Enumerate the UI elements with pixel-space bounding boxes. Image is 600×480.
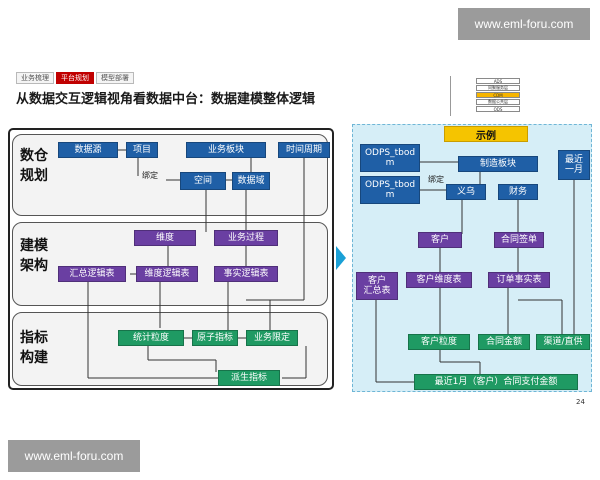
box-summary-logic-table[interactable]: 汇总逻辑表 xyxy=(58,266,126,282)
box-yiwu[interactable]: 义乌 xyxy=(446,184,486,200)
mini-stack-service: 同聚服务层 xyxy=(476,85,520,91)
box-contract-sign[interactable]: 合同签单 xyxy=(494,232,544,248)
box-channel-direct[interactable]: 渠道/直供 xyxy=(536,334,590,350)
box-datasource[interactable]: 数据源 xyxy=(58,142,118,158)
breadcrumb-item-1[interactable]: 业务梳理 xyxy=(16,72,54,84)
breadcrumb-item-3[interactable]: 模型部署 xyxy=(96,72,134,84)
label-binding: 绑定 xyxy=(142,171,158,180)
mini-stack-ads: ADS xyxy=(476,78,520,84)
mini-stack-cdm: CDM xyxy=(476,92,520,98)
box-customer-summary-table[interactable]: 客户 汇总表 xyxy=(356,272,398,300)
page-number: 24 xyxy=(576,398,585,406)
watermark-bottom: www.eml-foru.com xyxy=(8,440,140,472)
box-project[interactable]: 项目 xyxy=(126,142,158,158)
box-customer-dimension-table[interactable]: 客户维度表 xyxy=(406,272,472,288)
box-order-fact-table[interactable]: 订单事实表 xyxy=(488,272,550,288)
layer-planning xyxy=(12,134,328,216)
box-result-metric[interactable]: 最近1月（客户）合同支付金额 xyxy=(414,374,578,390)
box-data-domain[interactable]: 数据域 xyxy=(232,172,270,190)
box-atomic-metric[interactable]: 原子指标 xyxy=(192,330,238,346)
box-dimension-logic-table[interactable]: 维度逻辑表 xyxy=(136,266,198,282)
box-finance[interactable]: 财务 xyxy=(498,184,538,200)
box-contract-amount[interactable]: 合同金额 xyxy=(478,334,530,350)
layer-label-planning: 数仓 规划 xyxy=(20,148,48,184)
box-odps-1[interactable]: ODPS_tbod m xyxy=(360,144,420,172)
watermark-top: www.eml-foru.com xyxy=(458,8,590,40)
page-title: 从数据交互逻辑视角看数据中台：数据建模整体逻辑 xyxy=(16,92,316,107)
chevron-right-icon xyxy=(336,246,346,270)
box-fact-logic-table[interactable]: 事实逻辑表 xyxy=(214,266,278,282)
box-odps-2[interactable]: ODPS_tbod m xyxy=(360,176,420,204)
box-derived-metric[interactable]: 派生指标 xyxy=(218,370,280,386)
mini-stack-axis xyxy=(450,76,472,116)
mini-stack-common: 数据公共层 xyxy=(476,99,520,105)
box-time-period[interactable]: 时间周期 xyxy=(278,142,330,158)
box-customer[interactable]: 客户 xyxy=(418,232,462,248)
box-space[interactable]: 空间 xyxy=(180,172,226,190)
label-binding-right: 绑定 xyxy=(428,175,444,184)
box-dimension[interactable]: 维度 xyxy=(134,230,196,246)
layer-label-modeling: 建模 架构 xyxy=(20,238,48,274)
box-customer-granularity[interactable]: 客户粒度 xyxy=(408,334,470,350)
box-business-block[interactable]: 业务板块 xyxy=(186,142,266,158)
box-business-limit[interactable]: 业务限定 xyxy=(246,330,298,346)
box-manufacturing-block[interactable]: 制造板块 xyxy=(458,156,538,172)
example-tag: 示例 xyxy=(444,126,528,142)
layer-label-metrics: 指标 构建 xyxy=(20,330,48,366)
mini-stack-ods: ODS xyxy=(476,106,520,112)
breadcrumb-item-2[interactable]: 平台规划 xyxy=(56,72,94,84)
box-stat-granularity[interactable]: 统计粒度 xyxy=(118,330,184,346)
box-recent-month[interactable]: 最近 一月 xyxy=(558,150,590,180)
box-business-process[interactable]: 业务过程 xyxy=(214,230,278,246)
